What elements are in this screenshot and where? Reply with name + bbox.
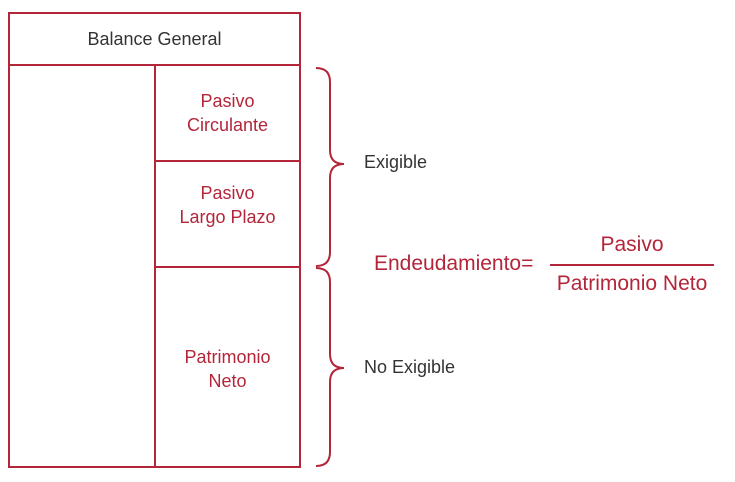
patrimonio-neto-cell — [154, 266, 301, 468]
pasivo-circulante-label: Pasivo Circulante — [154, 64, 301, 162]
patrimonio-neto-line-1: Patrimonio — [184, 347, 271, 367]
pasivo-largo-plazo-line-1: Pasivo — [200, 183, 255, 203]
patrimonio-neto-label: Patrimonio Neto — [154, 268, 301, 470]
no-exigible-brace — [315, 267, 345, 467]
formula-denominator: Patrimonio Neto — [556, 272, 708, 295]
balance-title: Balance General — [8, 12, 301, 66]
pasivo-largo-plazo-label: Pasivo Largo Plazo — [154, 156, 301, 254]
no-exigible-label: No Exigible — [364, 357, 456, 377]
patrimonio-neto-line-2: Neto — [208, 371, 247, 391]
pasivo-circulante-line-2: Circulante — [186, 115, 269, 135]
balance-title-text: Balance General — [87, 29, 222, 49]
exigible-brace — [315, 67, 345, 267]
exigible-label: Exigible — [364, 152, 428, 172]
formula-lhs: Endeudamiento= — [374, 252, 534, 275]
pasivo-largo-plazo-line-2: Largo Plazo — [179, 207, 276, 227]
formula-numerator: Pasivo — [600, 233, 664, 256]
pasivo-circulante-line-1: Pasivo — [200, 91, 255, 111]
